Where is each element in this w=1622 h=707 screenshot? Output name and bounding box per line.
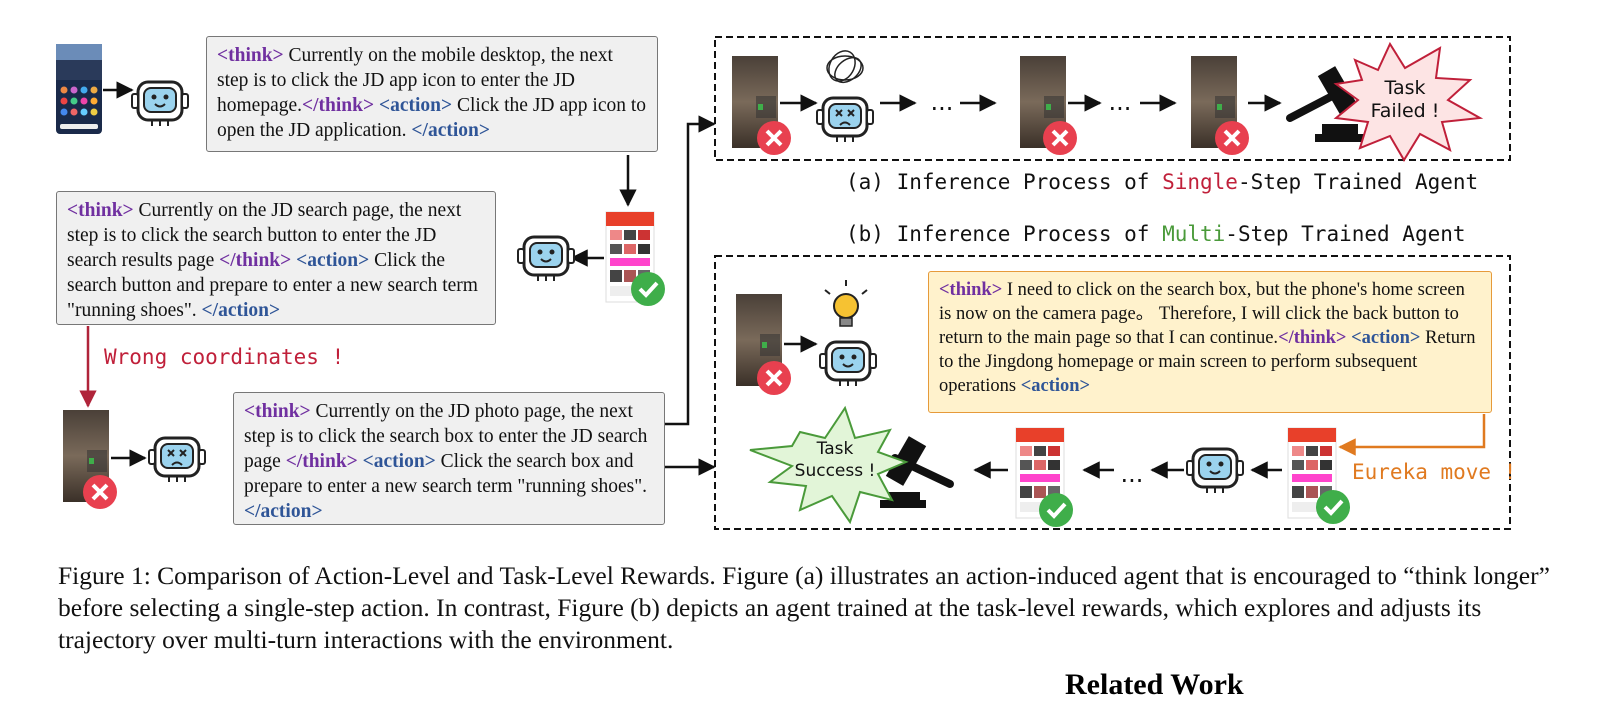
panel-b-title: (b) Inference Process of Multi-Step Trai…: [846, 222, 1466, 246]
panel-a: [714, 36, 1511, 161]
cross-icon: [755, 359, 793, 397]
ellipsis: ...: [1109, 88, 1132, 116]
task-success-burst: [749, 405, 909, 525]
task-failed-line1: Task: [1383, 77, 1425, 99]
gavel-icon: [1286, 66, 1365, 142]
task-failed-burst: [1333, 41, 1484, 162]
cross-icon: [1213, 119, 1251, 157]
reasoning-bubble-photo: <think> Currently on the JD photo page, …: [233, 392, 665, 525]
wrong-coordinates-label: Wrong coordinates !: [104, 345, 345, 369]
task-success-line1: Task: [816, 439, 854, 459]
robot-icon: [818, 340, 878, 388]
task-success-line2: Success !: [795, 461, 876, 481]
robot-icon: [516, 235, 576, 283]
cross-icon: [755, 119, 793, 157]
robot-sad-icon: [815, 96, 875, 144]
scribble-icon: [826, 50, 864, 84]
section-heading-partial: Related Work: [1065, 668, 1244, 701]
reasoning-bubble-search: <think> Currently on the JD search page,…: [56, 191, 496, 325]
check-icon: [629, 270, 667, 308]
eureka-move-label: Eureka move !: [1352, 460, 1517, 484]
task-failed-line2: Failed !: [1371, 100, 1440, 122]
panel-a-title: (a) Inference Process of Single-Step Tra…: [846, 170, 1479, 194]
robot-icon: [1185, 447, 1245, 495]
home-phone-icon: [56, 44, 102, 134]
ellipsis: ...: [1121, 460, 1144, 488]
diagram-canvas: Task Failed ! ... ... ... Task Success !: [56, 36, 1511, 530]
ellipsis: ...: [931, 88, 954, 116]
check-icon: [1037, 491, 1075, 529]
cross-icon: [81, 473, 119, 511]
bulb-icon: [824, 280, 868, 327]
robot-icon: [130, 80, 190, 128]
panel-b: [714, 255, 1511, 530]
robot-sad-icon: [147, 436, 207, 484]
figure-caption: Figure 1: Comparison of Action-Level and…: [58, 561, 1550, 654]
reasoning-bubble-eureka: <think> I need to click on the search bo…: [928, 271, 1492, 413]
check-icon: [1314, 488, 1352, 526]
reasoning-bubble-desktop: <think> Currently on the mobile desktop,…: [206, 36, 658, 152]
cross-icon: [1041, 119, 1079, 157]
